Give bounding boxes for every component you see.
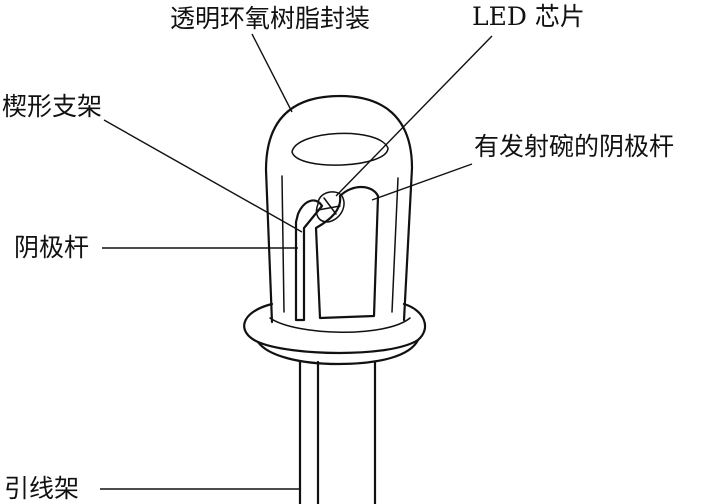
- dome-inner-left: [281, 175, 285, 313]
- leader-epoxy: [251, 33, 293, 113]
- leader-chip: [335, 35, 493, 197]
- label-cathode-post: 阴极杆: [14, 233, 90, 262]
- dome-top-ellipse: [291, 132, 389, 166]
- led-chip: [315, 191, 345, 223]
- lead-frame-legs: [298, 360, 377, 504]
- flange-bottom: [256, 338, 420, 366]
- leader-wedge: [103, 119, 303, 233]
- cathode-reflector-post: [314, 185, 380, 320]
- wedge-post: [294, 199, 324, 322]
- flange-rim: [243, 302, 427, 355]
- label-epoxy-encapsulation: 透明环氧树脂封装: [170, 4, 371, 33]
- leader-reflector: [371, 163, 473, 201]
- epoxy-dome: [264, 94, 414, 324]
- label-wedge-bracket: 楔形支架: [2, 92, 103, 121]
- flange-inner-line: [269, 317, 411, 333]
- label-led-chip: LED 芯片: [472, 2, 585, 31]
- chip-detail: [317, 197, 341, 215]
- label-lead-frame: 引线架: [4, 474, 80, 503]
- dome-inner-right: [391, 177, 399, 313]
- label-reflector-cathode: 有发射碗的阴极杆: [474, 132, 675, 161]
